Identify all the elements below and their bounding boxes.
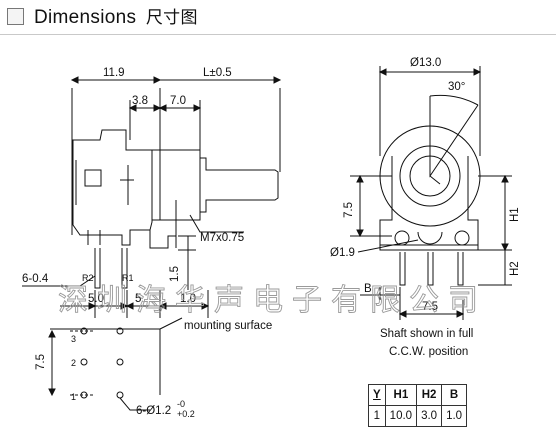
label-13-0: Ø13.0 (410, 57, 441, 69)
pin-3: 3 (71, 334, 76, 344)
label-1-0: 1.0 (180, 293, 196, 305)
th-b: B (441, 384, 468, 406)
mounting-leader (159, 317, 183, 330)
label-hole: 6-Ø1.2 (136, 405, 171, 417)
section-title: Dimensions 尺寸图 (34, 3, 198, 29)
side-bushing (152, 149, 279, 221)
dim-11-9-arrows (70, 76, 162, 84)
hole-centerlines (70, 330, 95, 396)
label-7-5-left: 7.5 (35, 354, 47, 370)
label-5: 5 (135, 293, 141, 305)
dim-7-5-front (350, 175, 392, 237)
td-h1: 10.0 (384, 405, 418, 427)
note-line2: C.C.W. position (389, 346, 468, 358)
label-mounting: mounting surface (184, 320, 272, 332)
angle-lines (429, 96, 479, 178)
front-lug-right (454, 230, 470, 246)
side-bushing-lines (159, 150, 201, 220)
front-body (379, 156, 479, 251)
side-housing (72, 129, 153, 246)
side-window (84, 169, 102, 187)
pin-1: 1 (71, 392, 76, 402)
dim-3-8-arrows (128, 104, 202, 112)
front-lug-center (417, 231, 443, 245)
dim-H1 (478, 175, 512, 251)
label-6-0-4: 6-0.4 (22, 273, 49, 285)
th-h1: H1 (384, 384, 418, 406)
side-pins (94, 248, 128, 289)
label-R1: R1 (122, 273, 134, 283)
label-11-9: 11.9 (103, 67, 125, 79)
label-7-5-front: 7.5 (343, 202, 355, 218)
dim-7-5-front-arrows (356, 174, 364, 238)
note-line1: Shaft shown in full (380, 328, 473, 340)
d19-leader (357, 239, 419, 253)
spec-table: Y H1 H2 B 1 10.0 3.0 1.0 (368, 384, 468, 427)
title-en: Dimensions (34, 7, 137, 28)
mounting-line (50, 328, 161, 395)
label-1-9: Ø1.9 (330, 247, 355, 259)
dim-7-5-left-arrows (48, 329, 56, 397)
dim-7-5-bottom (399, 300, 464, 320)
dim-L-arrow (273, 76, 282, 84)
angle-arc (429, 94, 479, 106)
dim-13-0-line (379, 66, 481, 156)
table-header-row: Y H1 H2 B (368, 384, 468, 406)
th-y: Y (368, 384, 386, 406)
m7-leader (189, 214, 244, 233)
hole-4 (116, 358, 124, 366)
label-hole-up: -0 (177, 399, 185, 409)
side-tab (149, 230, 176, 249)
hole-3 (80, 358, 88, 366)
bottom-ext (94, 290, 209, 318)
dim-1-5-line (178, 235, 196, 290)
label-R2: R2 (82, 273, 94, 283)
front-pins (399, 252, 464, 286)
checkbox-icon (7, 8, 24, 25)
dim-7-5-bottom-arrows (398, 310, 465, 318)
label-7-5-bottom: 7.5 (422, 301, 438, 313)
front-lug-left (394, 230, 410, 246)
label-hole-dn: +0.2 (177, 409, 195, 419)
label-L: L±0.5 (203, 67, 232, 79)
td-h2: 3.0 (416, 405, 443, 427)
watermark: 深圳海华声电子有限公司 (58, 283, 487, 318)
label-m7: M7x0.75 (200, 232, 244, 244)
table-row: 1 10.0 3.0 1.0 (368, 405, 468, 427)
label-3-8: 3.8 (132, 95, 148, 107)
front-flat (429, 156, 441, 185)
dim-H2 (478, 250, 512, 286)
section-header: Dimensions 尺寸图 (0, 0, 556, 35)
side-inner (120, 165, 134, 205)
label-30deg: 30° (448, 81, 465, 93)
label-7-0: 7.0 (170, 95, 186, 107)
dim-B (360, 287, 401, 300)
dim-13-0-arrows (378, 68, 482, 76)
label-H2: H2 (509, 261, 521, 276)
pin-2: 2 (71, 358, 76, 368)
side-details (75, 160, 101, 245)
td-y: 1 (368, 405, 386, 427)
title-cn: 尺寸图 (145, 8, 198, 27)
th-h2: H2 (416, 384, 443, 406)
label-H1: H1 (509, 207, 521, 222)
td-b: 1.0 (441, 405, 468, 427)
hole-6 (116, 391, 124, 399)
label-5-0: 5.0 (88, 293, 104, 305)
bottom-dim-arrows (88, 302, 210, 310)
hole-2 (116, 327, 124, 335)
label-1-5: 1.5 (169, 266, 181, 282)
pin-leader (22, 275, 96, 287)
dim-H1-arrows (501, 174, 509, 252)
hole-leader (119, 397, 150, 411)
label-B: B (364, 283, 372, 295)
